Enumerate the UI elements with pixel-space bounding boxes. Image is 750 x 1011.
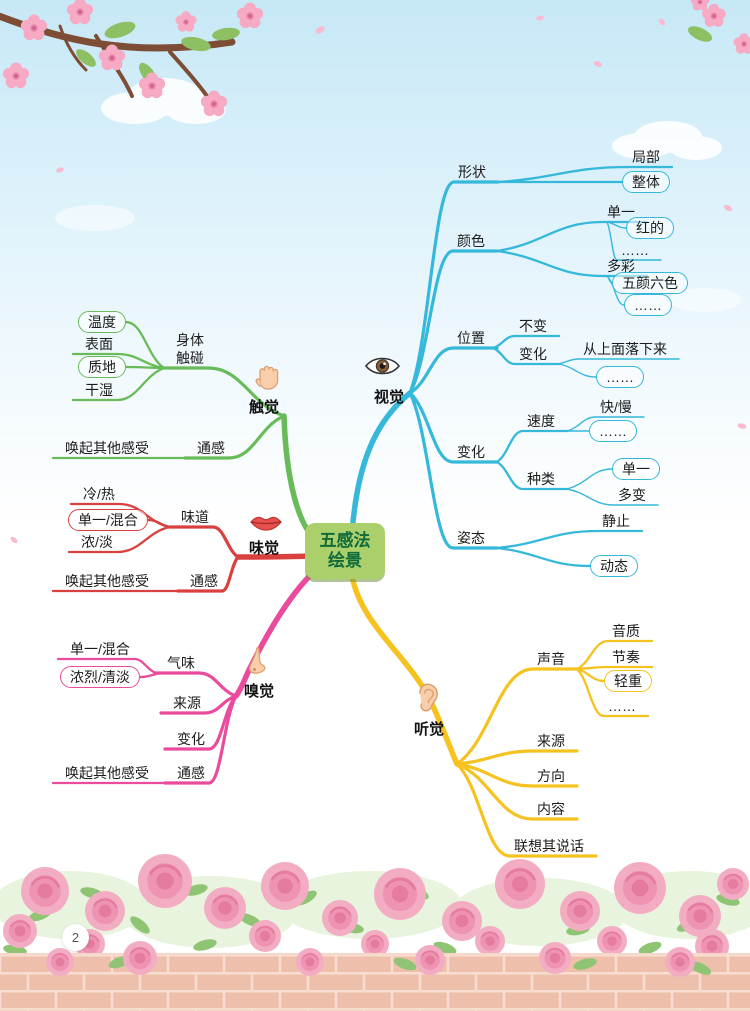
sense-label-vision: 视觉 [374,388,405,406]
sense-label-hearing: 听觉 [414,720,445,738]
map-node-capsule: 五颜六色 [612,272,688,295]
map-node: 音质 [612,623,640,639]
map-node: 通感 [190,573,218,589]
center-topic: 五感法 绘景 [305,523,385,579]
map-node: 冷/热 [83,486,115,502]
map-node: 味道 [181,509,209,525]
map-node-capsule: 红的 [626,217,674,240]
map-node-capsule: …… [596,366,644,389]
map-node-capsule: 动态 [590,555,638,578]
map-node: 浓/淡 [81,534,113,550]
map-node: 内容 [537,801,565,817]
map-node: 单一/混合 [70,641,130,657]
page-number: 2 [71,930,80,945]
map-node: 变化 [519,346,547,362]
map-node: 身体 触碰 [176,332,204,367]
map-node: 位置 [457,330,485,346]
map-node: 声音 [537,651,565,667]
map-node: 不变 [519,318,547,334]
map-node: 唤起其他感受 [65,765,149,781]
map-node: 变化 [457,444,485,460]
map-node: 姿态 [457,530,485,546]
ear-icon [416,682,440,719]
map-node: 节奏 [612,649,640,665]
map-node: 唤起其他感受 [65,573,149,589]
map-node: 变化 [177,731,205,747]
map-node-capsule: …… [624,294,672,317]
page-number-badge: 2 [62,924,89,951]
map-node: 多变 [618,487,646,503]
map-node-capsule: 整体 [622,171,670,194]
map-node: 单一 [607,204,635,220]
center-topic-line1: 五感法 [319,530,371,550]
map-node: 来源 [537,733,565,749]
map-node: 气味 [167,655,195,671]
map-node-capsule: 浓烈/清淡 [60,666,140,689]
hand-icon [253,360,283,399]
map-node: 快/慢 [600,399,632,415]
map-node-capsule: 轻重 [604,670,652,693]
map-node: 通感 [177,765,205,781]
lips-icon [249,514,283,536]
map-node-capsule: 单一 [612,458,660,481]
map-node: 颜色 [457,233,485,249]
map-node: 速度 [527,413,555,429]
map-node: 种类 [527,471,555,487]
map-node: 联想其说话 [514,838,584,854]
sense-label-touch: 触觉 [249,398,280,416]
map-node: 从上面落下来 [583,341,667,357]
map-node: 形状 [458,164,486,180]
nose-icon [246,646,268,681]
map-node: 静止 [602,513,630,529]
sense-label-taste: 味觉 [249,539,280,557]
map-node-capsule: 质地 [78,356,126,379]
map-node: 表面 [85,336,113,352]
map-node: 局部 [632,149,660,165]
map-node: 唤起其他感受 [65,440,149,456]
map-node-capsule: …… [589,420,637,443]
map-node: 来源 [173,695,201,711]
map-node: 通感 [197,440,225,456]
map-node-capsule: 温度 [78,311,126,334]
sense-label-smell: 嗅觉 [244,682,275,700]
center-topic-line2: 绘景 [328,551,362,570]
map-node-capsule: 单一/混合 [68,509,148,532]
map-node: 干湿 [85,382,113,398]
map-node: …… [608,698,636,714]
eye-icon [364,355,401,382]
map-node: 方向 [537,768,565,784]
